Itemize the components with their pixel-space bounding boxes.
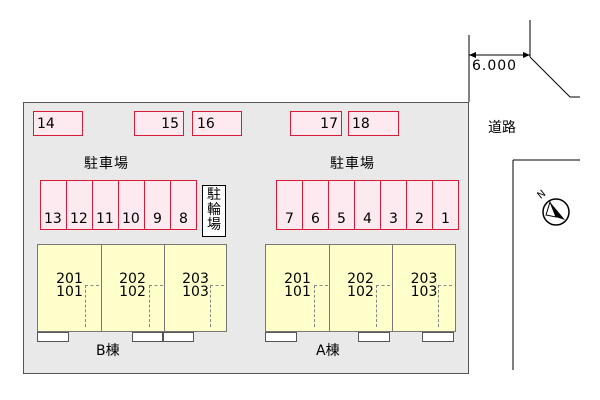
- stall-number: 14: [37, 116, 55, 132]
- parking-stall-15: 15: [134, 111, 184, 136]
- stall-number: 12: [70, 211, 88, 227]
- stall-number: 17: [320, 116, 338, 132]
- parking-stall: 1: [432, 180, 459, 230]
- bike-parking-char: 場: [207, 217, 221, 233]
- stall-number: 8: [179, 211, 188, 227]
- stall-number: 11: [96, 211, 114, 227]
- stall-number: 10: [122, 211, 140, 227]
- parking-stall: 11: [92, 180, 119, 230]
- parking-stall: 4: [354, 180, 381, 230]
- stall-number: 16: [197, 116, 215, 132]
- bike-parking: 駐 輪 場: [202, 185, 226, 237]
- bike-parking-char: 駐: [207, 187, 221, 203]
- north-arrow-icon: N: [535, 188, 570, 226]
- stall-number: 7: [285, 211, 294, 227]
- stair-outline: [85, 285, 99, 327]
- parking-stall-17: 17: [290, 111, 342, 136]
- parking-row-right: 7 6 5 4 3 2 1: [276, 180, 459, 230]
- parking-stall: 5: [328, 180, 355, 230]
- entrance-step: [132, 332, 163, 342]
- bike-parking-char: 輪: [207, 202, 221, 218]
- parking-stall: 3: [380, 180, 407, 230]
- stair-outline: [438, 285, 452, 327]
- parking-stall: 12: [66, 180, 93, 230]
- stall-number: 5: [337, 211, 346, 227]
- parking-stall: 2: [406, 180, 433, 230]
- stall-number: 4: [363, 211, 372, 227]
- stall-number: 13: [44, 211, 62, 227]
- stair-outline: [149, 285, 163, 327]
- parking-stall: 10: [118, 180, 145, 230]
- stall-number: 3: [389, 211, 398, 227]
- parking-stall-18: 18: [348, 111, 399, 136]
- road-label: 道路: [488, 120, 516, 136]
- parking-lot-label: 駐車場: [330, 156, 375, 172]
- parking-stall: 6: [302, 180, 329, 230]
- parking-lot-label: 駐車場: [84, 156, 129, 172]
- parking-row-left: 13 12 11 10 9 8: [40, 180, 197, 230]
- stall-number: 15: [161, 116, 179, 132]
- entrance-step: [37, 332, 69, 342]
- stall-number: 9: [153, 211, 162, 227]
- stair-outline: [210, 285, 224, 327]
- entrance-step: [358, 332, 390, 342]
- building-a-label: A棟: [316, 343, 340, 359]
- north-label: N: [535, 188, 548, 201]
- parking-stall: 8: [170, 180, 197, 230]
- parking-stall: 7: [276, 180, 303, 230]
- entrance-step: [163, 332, 194, 342]
- stall-number: 6: [311, 211, 320, 227]
- road-width-label: 6.000: [472, 58, 518, 74]
- stair-outline: [314, 285, 328, 327]
- parking-stall-14: 14: [33, 111, 83, 136]
- entrance-step: [422, 332, 454, 342]
- parking-stall: 9: [144, 180, 171, 230]
- stall-number: 18: [352, 116, 370, 132]
- parking-stall-16: 16: [192, 111, 242, 136]
- stair-outline: [376, 285, 390, 327]
- stall-number: 2: [415, 211, 424, 227]
- building-b-label: B棟: [96, 343, 120, 359]
- stall-number: 1: [441, 211, 450, 227]
- parking-stall: 13: [40, 180, 67, 230]
- entrance-step: [265, 332, 297, 342]
